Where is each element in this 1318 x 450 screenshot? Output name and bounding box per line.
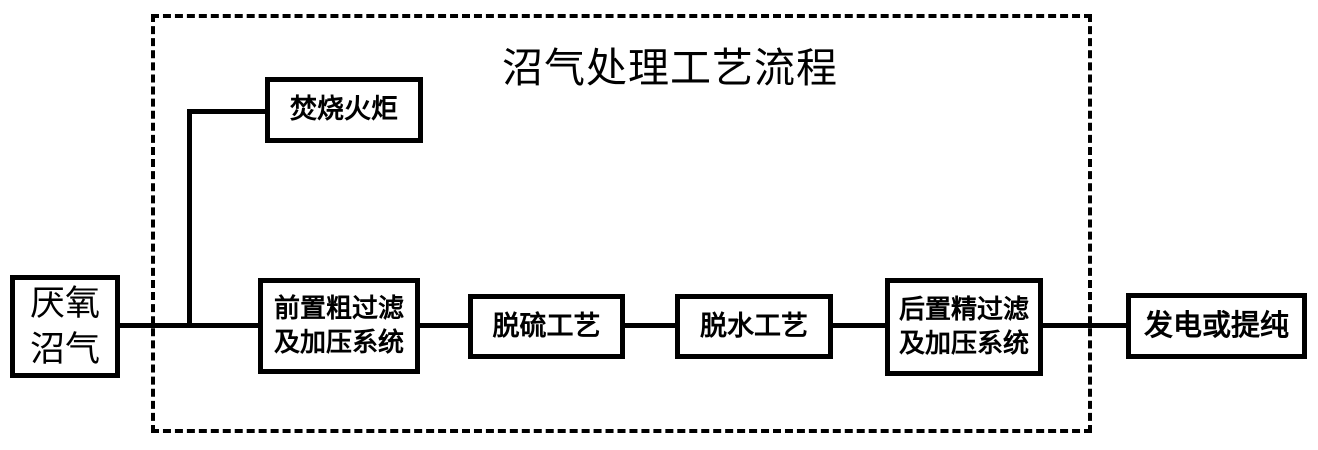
node-desulfurization: 脱硫工艺 [468,294,625,359]
connector-postfilter-to-output [1041,323,1128,328]
connector-branch-horizontal-to-flare [187,109,267,114]
connector-dehydration-to-postfilter [831,323,887,328]
process-boundary-dashed-frame [151,14,1092,433]
connector-desulfurization-to-dehydration [623,323,677,328]
node-post-filter-label-line1: 后置精过滤 [898,294,1029,324]
node-anaerobic-biogas: 厌氧 沼气 [10,275,120,378]
node-flare-label: 焚烧火炬 [290,94,398,125]
node-desulfurization-label: 脱硫工艺 [492,310,601,341]
node-pre-filter-label-line1: 前置粗过滤 [273,293,404,323]
node-post-filter-pressurization: 后置精过滤 及加压系统 [885,278,1043,376]
node-power-generation-or-purification: 发电或提纯 [1126,293,1307,359]
node-pre-filter-label-line2: 及加压系统 [273,328,404,357]
node-flare: 焚烧火炬 [265,77,423,143]
node-post-filter-label-line2: 及加压系统 [898,329,1029,358]
node-pre-filter-pressurization: 前置粗过滤 及加压系统 [258,278,420,374]
connector-prefilter-to-desulfurization [418,323,470,328]
node-output-label: 发电或提纯 [1143,309,1289,342]
node-dehydration: 脱水工艺 [675,294,833,359]
node-anaerobic-biogas-label-line1: 厌氧 [29,284,100,323]
diagram-title: 沼气处理工艺流程 [502,45,838,91]
node-dehydration-label: 脱水工艺 [700,310,808,341]
node-anaerobic-biogas-label-line2: 沼气 [29,329,100,369]
connector-branch-vertical-to-flare [187,109,192,328]
